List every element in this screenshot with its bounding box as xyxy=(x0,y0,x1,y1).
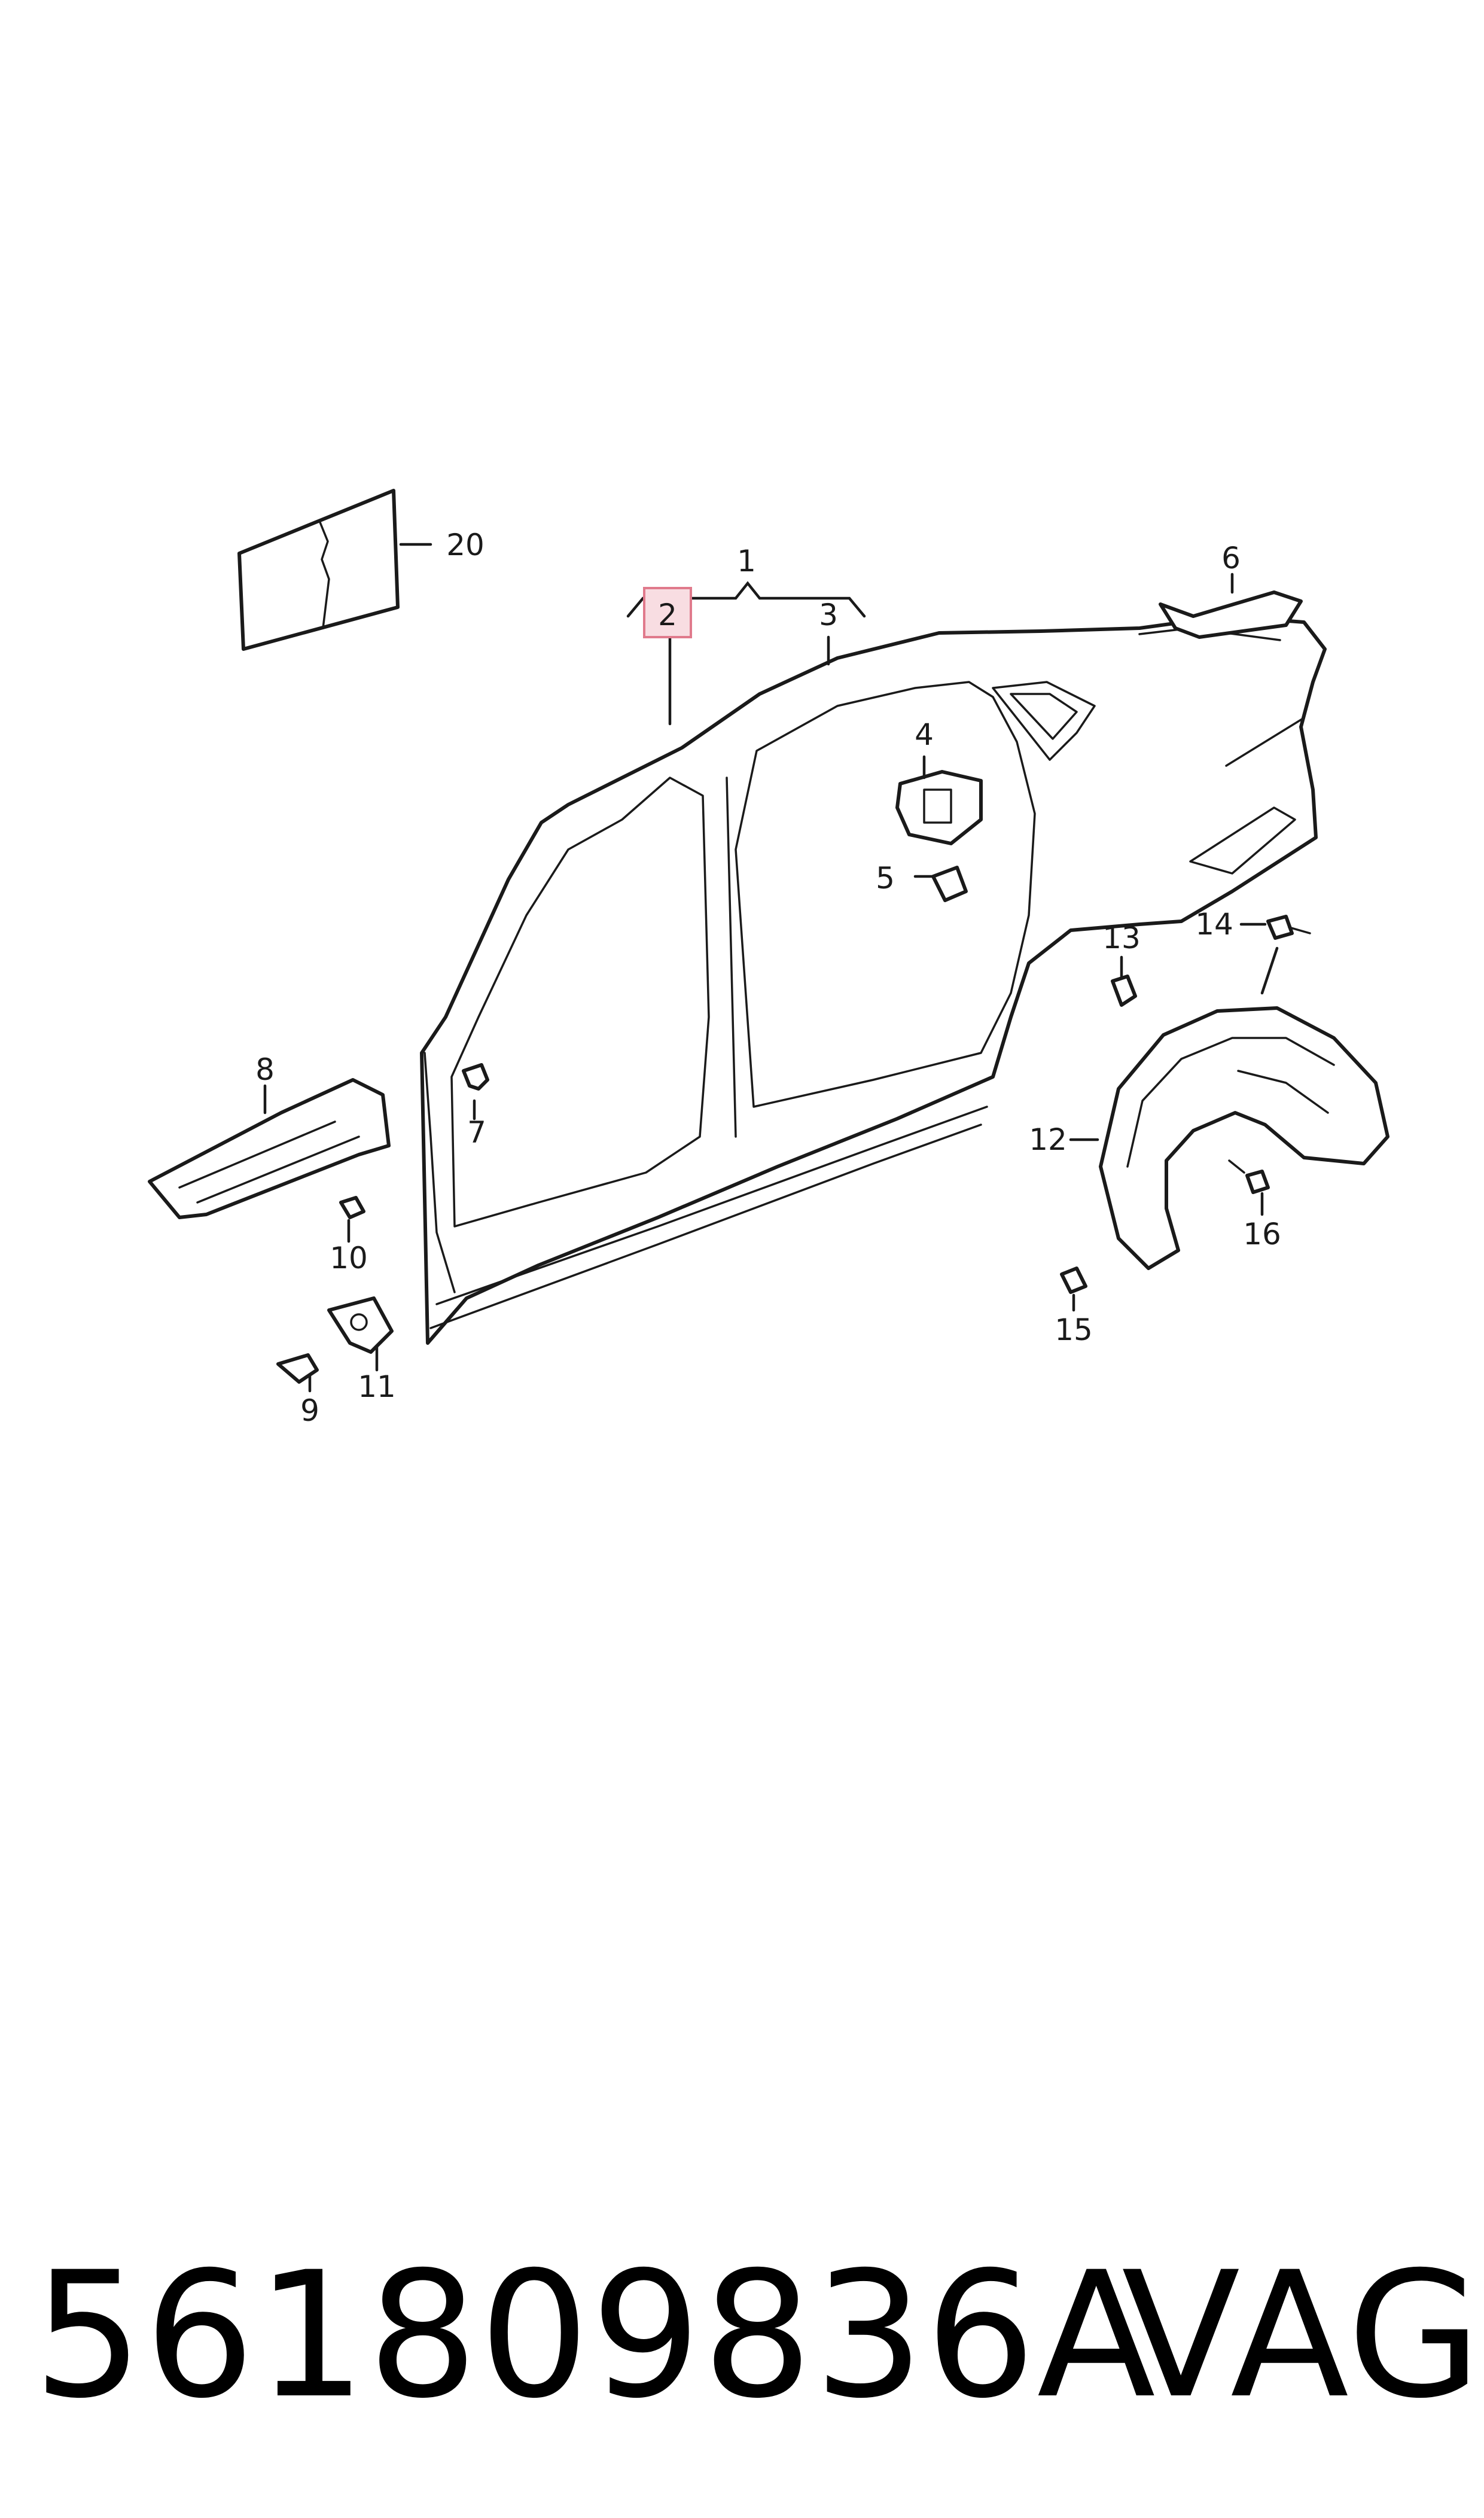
callout-15[interactable]: 15 xyxy=(1055,1313,1093,1347)
callout-6[interactable]: 6 xyxy=(1221,541,1241,576)
part-16-bolt xyxy=(1228,1159,1270,1194)
callout-9[interactable]: 9 xyxy=(300,1393,319,1428)
callout-20[interactable]: 20 xyxy=(446,528,484,562)
callout-labels: 1 2 3 4 5 6 7 8 9 10 11 12 13 14 15 16 2… xyxy=(255,528,1281,1428)
callout-7[interactable]: 7 xyxy=(467,1115,486,1150)
part-1-side-panel xyxy=(420,614,1327,1345)
part-13-clip xyxy=(1111,975,1137,1007)
callout-4[interactable]: 4 xyxy=(915,717,934,752)
callout-14[interactable]: 14 xyxy=(1195,907,1233,942)
part-5-small-bracket xyxy=(931,866,968,902)
callout-2-highlight xyxy=(643,587,692,638)
callout-2[interactable]: 2 xyxy=(658,598,677,632)
part-15-clip xyxy=(1060,1266,1087,1294)
callout-8[interactable]: 8 xyxy=(255,1052,275,1087)
part-20-insulation-pad xyxy=(237,489,400,651)
brand-name: VAG xyxy=(1122,2235,1483,2437)
part-6-rear-bracket xyxy=(1159,590,1303,639)
callout-3[interactable]: 3 xyxy=(819,598,838,632)
part-number: 561809836A xyxy=(33,2235,1157,2437)
part-14-bolt xyxy=(1266,915,1311,940)
callout-1[interactable]: 1 xyxy=(737,544,756,578)
part-11-jack-bracket xyxy=(327,1296,394,1354)
part-8-front-rail xyxy=(148,1078,391,1219)
part-10-nut xyxy=(339,1196,365,1219)
callout-16[interactable]: 16 xyxy=(1243,1217,1281,1252)
part-12-wheel-liner xyxy=(1099,1006,1389,1270)
callout-5[interactable]: 5 xyxy=(876,861,895,896)
part-9-bracket xyxy=(276,1353,319,1384)
callout-13[interactable]: 13 xyxy=(1102,921,1141,955)
callout-10[interactable]: 10 xyxy=(330,1241,368,1275)
part-4-bracket xyxy=(895,770,983,845)
callout-11[interactable]: 11 xyxy=(358,1369,396,1404)
part-7-clip xyxy=(462,1063,489,1091)
callout-12[interactable]: 12 xyxy=(1029,1122,1067,1157)
